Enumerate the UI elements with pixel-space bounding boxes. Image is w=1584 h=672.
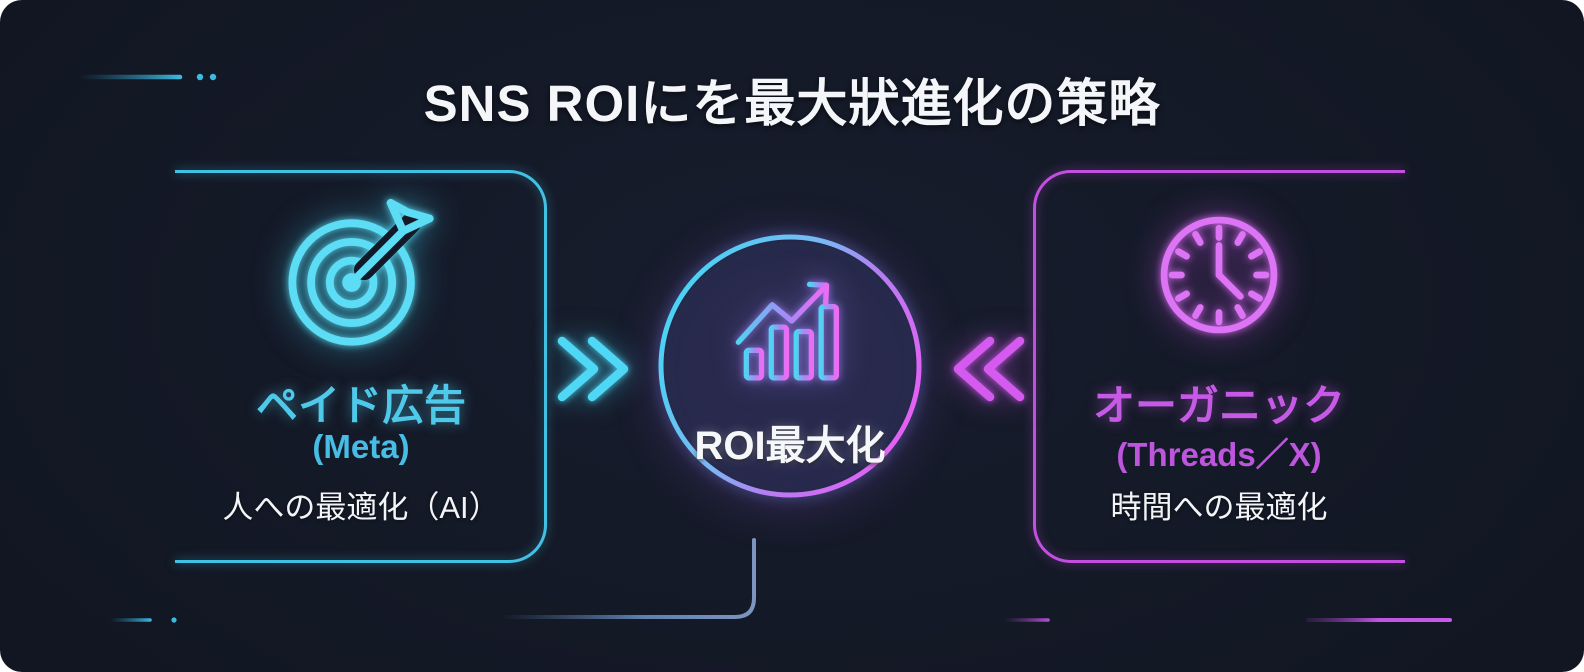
- double-chevron-right-icon: [557, 336, 629, 402]
- roi-center-circle: ROI最大化: [655, 231, 925, 501]
- double-chevron-left-icon: [953, 336, 1025, 402]
- organic-subtitle: (Threads／X): [1116, 436, 1322, 473]
- organic-card: オーガニック (Threads／X) 時間への最適化: [1033, 170, 1405, 563]
- page-title: SNS ROIにを最大狀進化の策略: [423, 75, 1161, 132]
- growth-bar-chart-icon: [732, 281, 848, 381]
- gradient-ring: [658, 234, 922, 498]
- target-dart-icon: [288, 199, 434, 346]
- paid-ads-subtitle: (Meta): [312, 428, 410, 465]
- paid-ads-card: ペイド広告 (Meta) 人への最適化（AI）: [175, 170, 547, 563]
- paid-ads-description: 人への最適化（AI）: [222, 490, 500, 525]
- roi-label: ROI最大化: [694, 424, 886, 468]
- clock-icon: [1160, 216, 1278, 334]
- organic-title: オーガニック: [1092, 382, 1345, 429]
- paid-ads-title: ペイド広告: [255, 382, 466, 429]
- decor-dot-bottom-left: [171, 617, 177, 623]
- organic-description: 時間への最適化: [1110, 490, 1328, 525]
